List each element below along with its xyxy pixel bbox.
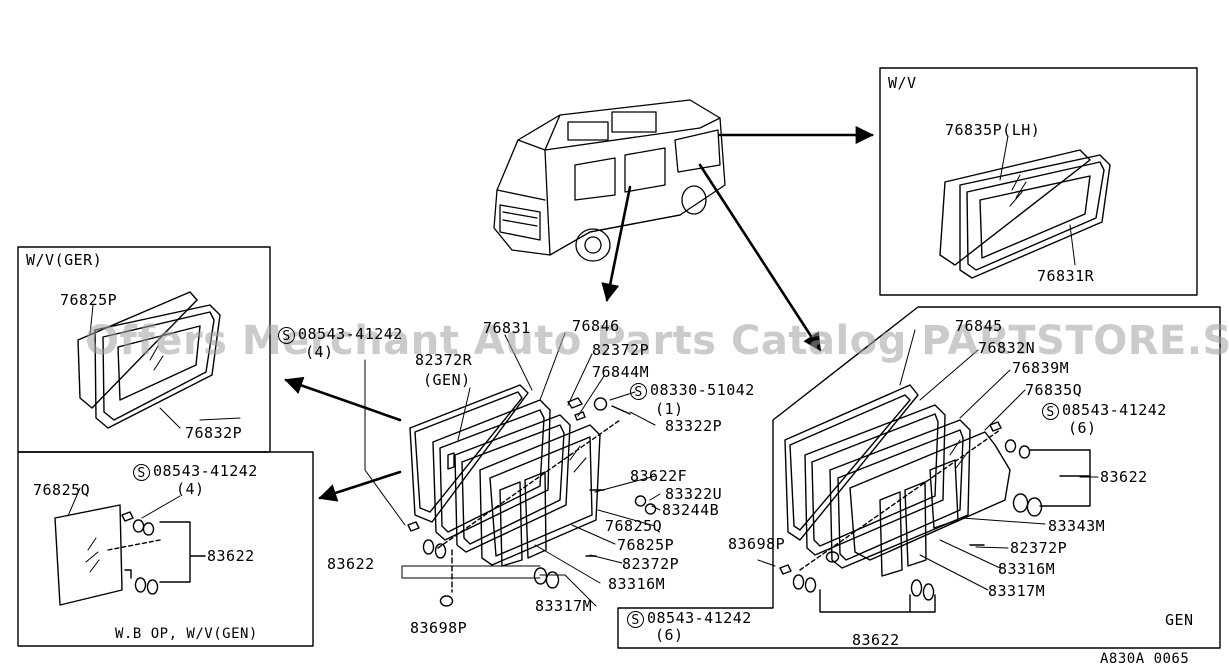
part-label: 76845 [955,317,1003,335]
part-label: 82372P [592,341,650,359]
screw-symbol-icon: S [627,611,644,628]
part-label: 83622 [207,547,255,565]
part-label: 08543-41242 [153,462,258,480]
window-wv-rear [939,135,1111,279]
window-wv-ger [77,291,221,429]
part-label: 76831R [1037,267,1095,285]
part-qty: (4) [176,480,205,498]
screw-symbol-icon: S [630,383,647,400]
window-wb-op [54,487,206,606]
part-label: (GEN) [423,371,471,389]
part-label: 08543-41242 [298,325,403,343]
part-label: 76831 [483,319,531,337]
part-label: 76825Q [605,517,663,535]
box-title-wv: W/V [888,74,917,92]
part-label: 83244B [662,501,720,519]
part-label: 83622F [630,467,688,485]
box-wv-top-right [879,67,1198,296]
screw-symbol-icon: S [1042,403,1059,420]
part-label: 76844M [592,363,650,381]
part-label: 83622 [1100,468,1148,486]
part-label: 76846 [572,317,620,335]
part-label: 83698P [410,619,468,637]
part-label: 08543-41242 [647,609,752,627]
part-label: 83317M [988,582,1046,600]
figure-code: A830A 0065 [1100,651,1190,667]
part-label: 83343M [1048,517,1106,535]
part-label: 76825Q [33,481,91,499]
part-label: 83316M [998,560,1056,578]
part-label: 82372P [622,555,680,573]
part-label: 83622 [852,631,900,649]
part-label: 83322P [665,417,723,435]
part-label: 82372R [415,351,473,369]
part-label: 83622 [327,555,375,573]
box-wb-wv-gen [17,451,314,647]
part-label: 76832N [978,339,1036,357]
box-title-wv-ger: W/V(GER) [26,251,103,269]
part-label: 83698P [728,535,786,553]
part-label: 82372P [1010,539,1068,557]
box-gen-outline [617,306,1221,649]
window-gen-assembly [779,384,1091,613]
part-qty: (1) [655,400,684,418]
part-label: 83322U [665,485,723,503]
box-title-gen: GEN [1165,611,1194,629]
window-center-assembly [407,384,657,607]
part-label: 83317M [535,597,593,615]
part-qty: (4) [305,343,334,361]
leader-lines [141,329,1099,607]
part-qty: (6) [1068,419,1097,437]
part-qty: (6) [655,626,684,644]
van-illustration [493,99,726,262]
part-label: 76839M [1012,359,1070,377]
part-label: 08543-41242 [1062,401,1167,419]
watermark: Offers Merchant Auto Parts Catalog PARTS… [85,318,1229,364]
screw-symbol-icon: S [133,464,150,481]
part-label: 76835P(LH) [945,121,1041,139]
part-label: 83316M [608,575,666,593]
part-label: 76825P [60,291,118,309]
part-label: 08330-51042 [650,381,755,399]
part-label: 76825P [617,536,675,554]
screw-symbol-icon: S [278,327,295,344]
box-title-wb-wv-gen: W.B OP, W/V(GEN) [115,626,258,642]
part-label: 76832P [185,424,243,442]
part-label: 76835Q [1025,381,1083,399]
